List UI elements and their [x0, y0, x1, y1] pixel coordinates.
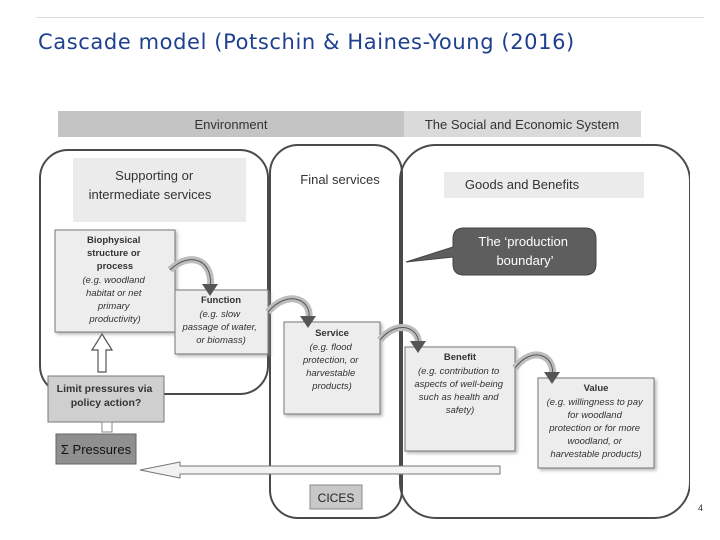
function-box — [174, 289, 269, 355]
curved-arrow-service-benefit — [377, 324, 426, 353]
curved-arrow-function-service — [265, 295, 316, 328]
benefit-title: Benefit — [444, 352, 477, 363]
limit-pressures-box — [47, 375, 165, 423]
page-number: 4 — [698, 503, 704, 513]
biophysical-example: (e.g. woodland habitat or net primary pr… — [83, 275, 148, 325]
function-title: Function — [201, 295, 241, 306]
benefit-example: (e.g. contribution to aspects of well-be… — [414, 366, 505, 416]
goods-benefits-title: Goods and Benefits — [465, 177, 580, 192]
supporting-title: Supporting or intermediate services — [89, 168, 212, 202]
value-example: (e.g. willingness to pay for woodland pr… — [547, 397, 646, 460]
upward-arrow — [90, 332, 114, 373]
environment-header-label: Environment — [195, 117, 268, 132]
pressures-box — [55, 433, 137, 465]
production-boundary-callout — [405, 227, 597, 276]
curved-arrow-benefit-value — [512, 351, 560, 384]
environment-header-bar — [58, 111, 404, 137]
goods-title-bg — [444, 172, 644, 198]
pressures-label: Σ Pressures — [61, 442, 132, 457]
cices-label: CICES — [318, 491, 355, 505]
service-title: Service — [315, 328, 349, 339]
social-header-bar — [404, 111, 641, 137]
final-services-title: Final services — [300, 172, 380, 187]
benefit-box — [404, 346, 516, 452]
pressures-arrow — [139, 461, 501, 479]
limit-pressures-label: Limit pressures via policy action? — [57, 383, 156, 409]
biophysical-box — [54, 229, 176, 333]
slide-title: Cascade model (Potschin & Haines-Young (… — [38, 30, 575, 54]
curved-arrow-bio-function — [167, 256, 218, 296]
supporting-title-bg — [73, 158, 246, 222]
pressures-connector — [101, 421, 113, 433]
service-example: (e.g. flood protection, or harvestable p… — [302, 342, 361, 392]
cascade-diagram: Environment The Social and Economic Syst… — [30, 100, 691, 525]
social-header-label: The Social and Economic System — [425, 117, 619, 132]
biophysical-title: Biophysical structure or process — [87, 235, 143, 272]
value-title: Value — [584, 383, 609, 394]
final-services-frame — [269, 144, 403, 519]
value-box — [537, 377, 655, 469]
cices-box — [309, 484, 363, 510]
function-example: (e.g. slow passage of water, or biomass) — [181, 309, 259, 346]
top-rule — [36, 17, 704, 18]
service-box — [283, 321, 381, 415]
production-boundary-label: The ‘production boundary’ — [478, 234, 571, 268]
